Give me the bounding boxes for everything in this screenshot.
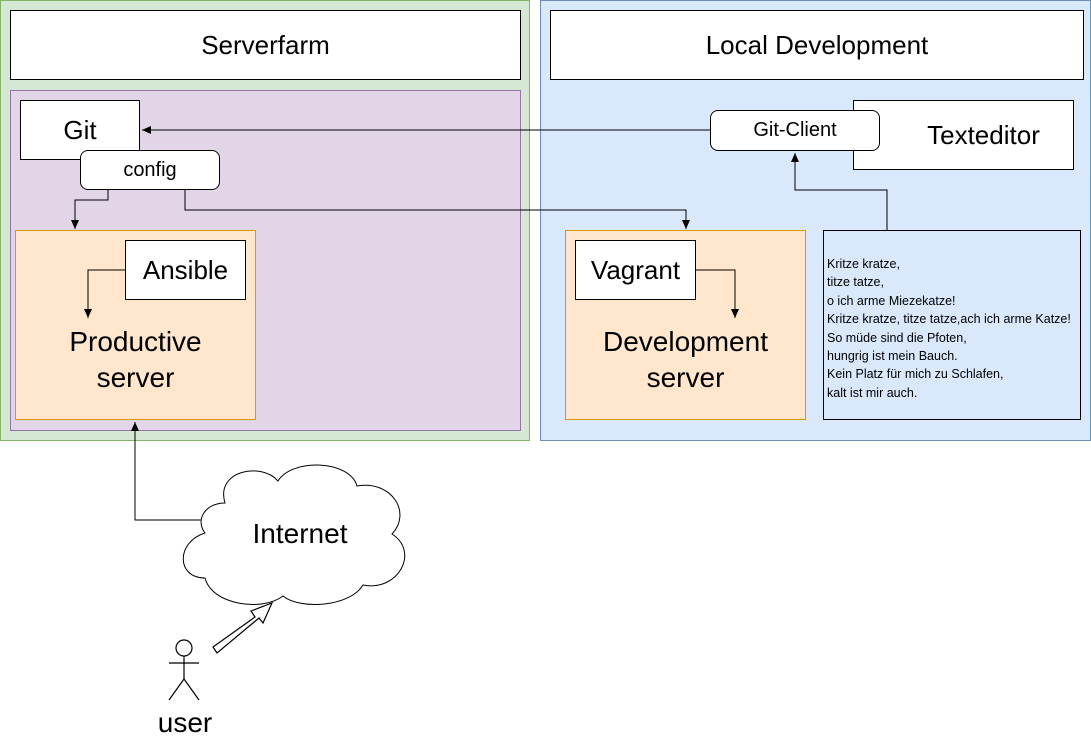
config-to-development-arrow xyxy=(184,190,690,229)
texteditor-node: Texteditor xyxy=(853,100,1074,170)
internet-label: Internet xyxy=(252,518,348,549)
poem-line: So müde sind die Pfoten, xyxy=(827,330,967,345)
productive-server-label-line1: Productive xyxy=(69,326,202,357)
poem-line: o ich arme Miezekatze! xyxy=(827,293,956,308)
development-server-label: Development server xyxy=(565,320,806,400)
poem-line: titze tatze, xyxy=(827,275,884,290)
ansible-node: Ansible xyxy=(125,240,246,300)
development-server-label-line1: Development xyxy=(603,326,768,357)
vagrant-to-development-arrow xyxy=(696,269,739,318)
internet-cloud-icon xyxy=(182,464,406,606)
user-label: user xyxy=(157,707,213,738)
development-server-label-line2: server xyxy=(646,362,725,393)
config-to-productive-arrow xyxy=(71,190,109,229)
user-to-internet-block-arrow xyxy=(212,601,274,654)
internet-to-productive-arrow xyxy=(131,422,205,521)
serverfarm-title: Serverfarm xyxy=(10,10,521,80)
ansible-to-productive-arrow xyxy=(84,269,125,318)
poem-text-box: Kritze kratze, titze tatze, o ich arme M… xyxy=(823,230,1081,420)
user-stick-figure-icon xyxy=(168,639,200,701)
texteditor-to-git-client-arrow xyxy=(791,153,888,230)
poem-line: hungrig ist mein Bauch. xyxy=(827,348,958,363)
productive-server-label-line2: server xyxy=(96,362,175,393)
poem-line: Kein Platz für mich zu Schlafen, xyxy=(827,367,1004,382)
poem-line: Kritze kratze, titze tatze,ach ich arme … xyxy=(827,312,1071,327)
vagrant-node: Vagrant xyxy=(575,240,696,300)
poem-line: kalt ist mir auch. xyxy=(827,385,918,400)
config-node: config xyxy=(80,150,220,190)
poem-line: Kritze kratze, xyxy=(827,257,900,271)
local-development-title: Local Development xyxy=(550,10,1084,80)
productive-server-label: Productive server xyxy=(15,320,256,400)
git-client-node: Git-Client xyxy=(710,110,880,151)
